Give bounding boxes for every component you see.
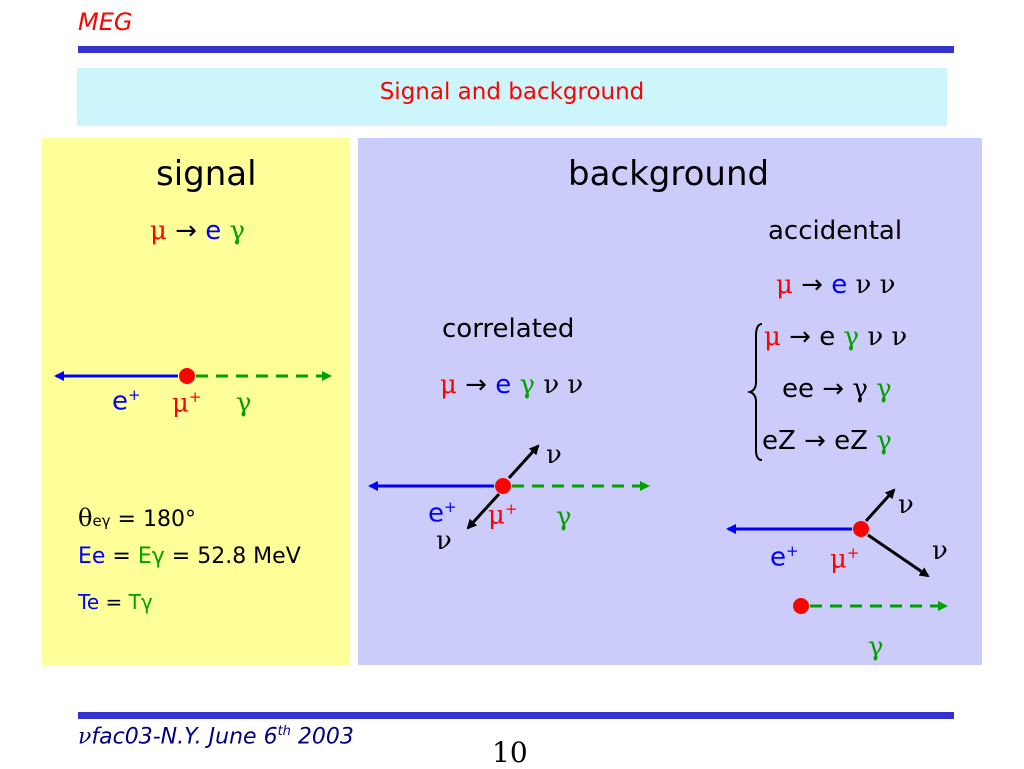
accidental-neutrino-label-lower: ν bbox=[932, 536, 948, 566]
accidental-muon-label: μ+ bbox=[830, 544, 860, 575]
correlated-decay-equation: μ → e γ ν ν bbox=[440, 370, 584, 400]
accidental-sources-brace bbox=[746, 323, 763, 461]
signal-energy-line: Ee = Eγ = 52.8 MeV bbox=[78, 544, 301, 569]
signal-angle-line: θeγ = 180° bbox=[78, 504, 196, 532]
signal-muon-label: μ+ bbox=[172, 388, 202, 419]
signal-muon-vertex bbox=[179, 368, 195, 384]
correlated-muon-label: μ+ bbox=[488, 500, 518, 531]
footer-text: νfac03-N.Y. June 6th 2003 bbox=[78, 724, 354, 750]
radiative-decay-equation: μ → e γ ν ν bbox=[764, 322, 908, 352]
accidental-neutrino-track-upper bbox=[864, 488, 896, 523]
correlated-label: correlated bbox=[442, 314, 575, 344]
accidental-positron-label: e+ bbox=[770, 542, 799, 573]
header-label: MEG bbox=[78, 8, 133, 36]
signal-photon-label: γ bbox=[236, 388, 252, 418]
accidental-photon-label: γ bbox=[868, 632, 884, 662]
header-rule bbox=[78, 46, 954, 53]
background-heading: background bbox=[568, 154, 770, 194]
slide-title: Signal and background bbox=[379, 79, 645, 105]
page-number: 10 bbox=[492, 736, 528, 769]
signal-diagram bbox=[54, 368, 332, 384]
correlated-neutrino-track-upper bbox=[507, 444, 540, 480]
annihilation-equation: ee → γ γ bbox=[782, 374, 892, 404]
correlated-diagram bbox=[368, 444, 650, 530]
accidental-diagram bbox=[726, 488, 948, 614]
accidental-neutrino-label-upper: ν bbox=[898, 490, 914, 520]
signal-positron-label: e+ bbox=[112, 386, 141, 417]
signal-time-line: Te = Tγ bbox=[78, 590, 153, 614]
accidental-photon-source bbox=[793, 598, 809, 614]
accidental-decay-equation: μ → e ν ν bbox=[776, 270, 896, 300]
correlated-neutrino-label-upper: ν bbox=[546, 440, 562, 470]
correlated-neutrino-label-lower: ν bbox=[436, 526, 452, 556]
signal-panel: signal μ → e γ e+ μ+ γ θeγ = 180° Ee = E… bbox=[42, 138, 350, 665]
correlated-photon-label: γ bbox=[556, 502, 572, 532]
correlated-muon-vertex bbox=[495, 478, 511, 494]
accidental-neutrino-track-lower bbox=[867, 533, 930, 578]
footer-rule bbox=[78, 712, 954, 719]
background-panel: background correlated μ → e γ ν ν accide… bbox=[358, 138, 982, 665]
bremsstrahlung-equation: eZ → eZ γ bbox=[762, 426, 892, 456]
accidental-label: accidental bbox=[768, 216, 903, 246]
accidental-muon-vertex bbox=[853, 521, 869, 537]
signal-heading: signal bbox=[156, 154, 257, 194]
correlated-neutrino-track-lower bbox=[466, 492, 501, 530]
signal-decay-equation: μ → e γ bbox=[150, 216, 246, 246]
title-band: Signal and background bbox=[77, 68, 947, 126]
correlated-positron-label: e+ bbox=[428, 498, 457, 529]
